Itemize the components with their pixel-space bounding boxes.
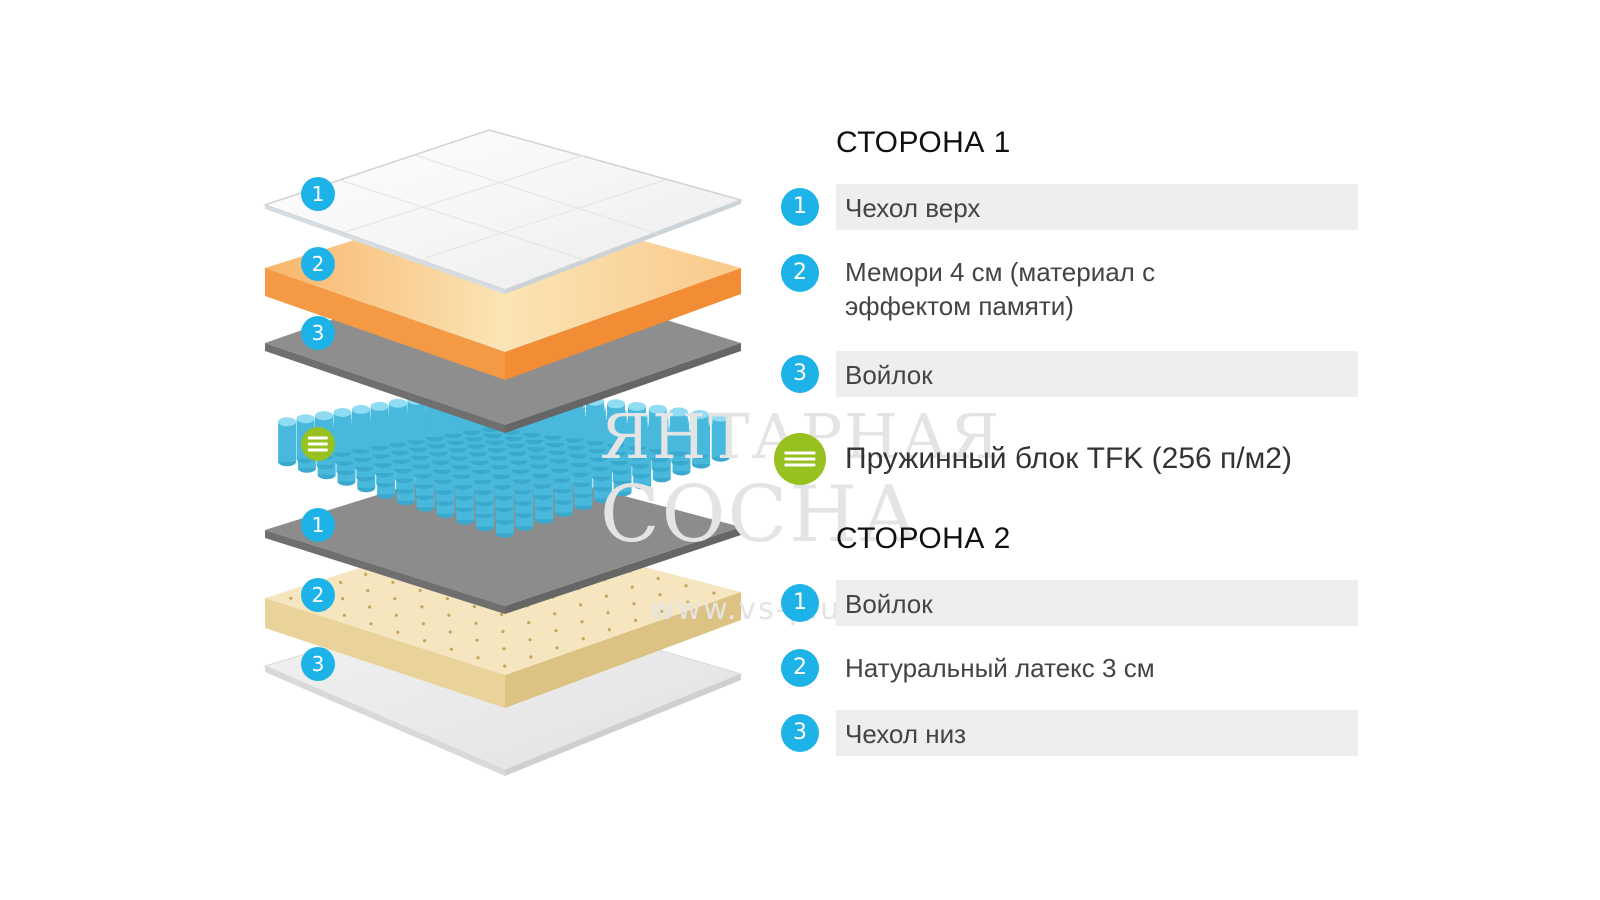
spring-coil [333, 408, 352, 457]
latex-perforation [342, 613, 346, 617]
latex-perforation [341, 597, 345, 601]
side-1-label-2: Мемори 4 см (материал с эффектом памяти) [845, 257, 1156, 321]
latex-perforation [449, 647, 453, 651]
side-2-label-3: Чехол низ [845, 719, 967, 749]
side-2-label-2: Натуральный латекс 3 см [845, 653, 1155, 683]
side-2-row-3-bg [836, 710, 1358, 756]
spring-coil [388, 398, 407, 448]
side-2-badge-2: 2 [781, 649, 819, 687]
latex-perforation [712, 591, 716, 595]
spring-coil [607, 399, 625, 449]
latex-perforation [581, 637, 585, 641]
latex-perforation [393, 597, 397, 601]
side-1-row-3-bg [836, 351, 1358, 397]
latex-perforation [339, 580, 343, 585]
latex-perforation [580, 620, 584, 624]
latex-perforation [501, 629, 505, 634]
layer-badge-bottom-1: 1 [301, 508, 335, 542]
layer-badge-bottom-3: 3 [301, 647, 335, 681]
spring-coil [648, 404, 667, 454]
spring-coil [278, 417, 297, 467]
latex-perforation [660, 609, 664, 613]
menu-lines-icon [307, 434, 329, 455]
latex-perforation [364, 572, 368, 577]
latex-perforation [607, 628, 611, 632]
layer-badge-top-3: 3 [301, 316, 335, 350]
latex-perforation [528, 638, 532, 642]
latex-perforation [418, 588, 422, 593]
latex-perforation [684, 584, 688, 588]
latex-perforation [553, 612, 557, 616]
spring-block-label: Пружинный блок TFK (256 п/м2) [845, 442, 1292, 475]
side-1-title: СТОРОНА 1 [836, 126, 1011, 159]
latex-perforation [366, 589, 370, 593]
side-1-badge-2: 2 [781, 254, 819, 292]
spring-coil [711, 412, 730, 462]
side-2-label-1: Войлок [845, 589, 933, 619]
latex-perforation [472, 605, 476, 609]
latex-perforation [368, 605, 372, 609]
latex-perforation [604, 594, 609, 598]
layer-badge-top-1: 1 [301, 177, 335, 211]
side-2-badge-3: 3 [781, 714, 819, 752]
latex-perforation [502, 647, 506, 651]
menu-lines-icon [784, 449, 816, 470]
latex-perforation [474, 621, 478, 625]
layer-badge-top-2: 2 [301, 247, 335, 281]
spring-coil [586, 396, 604, 446]
latex-perforation [420, 605, 424, 609]
latex-perforation [396, 630, 400, 634]
side-2-row-1-bg [836, 580, 1358, 626]
latex-perforation [475, 638, 479, 642]
latex-perforation [529, 655, 533, 659]
spring-coil [669, 407, 688, 457]
spring-coil [690, 410, 709, 459]
latex-perforation [421, 622, 425, 626]
latex-perforation [555, 646, 559, 650]
latex-perforation [656, 576, 660, 581]
latex-perforation [448, 630, 452, 634]
latex-perforation [289, 596, 293, 600]
side-1-row-1-bg [836, 184, 1358, 230]
spring-coil [352, 404, 370, 454]
latex-perforation [500, 613, 504, 617]
side-1-badge-1: 1 [781, 188, 819, 226]
side-1-badge-3: 3 [781, 355, 819, 393]
latex-perforation [422, 639, 427, 643]
latex-perforation [606, 611, 610, 615]
latex-perforation [476, 656, 480, 660]
spring-coil [627, 402, 646, 451]
latex-perforation [630, 585, 634, 589]
layer-badge-spring [301, 427, 335, 461]
mattress-layer-stack [262, 129, 744, 776]
latex-perforation [369, 622, 373, 626]
side-2-badge-1: 1 [781, 584, 819, 622]
latex-perforation [658, 593, 662, 597]
layer-badge-bottom-2: 2 [301, 578, 335, 612]
top-cover-layer [262, 129, 744, 294]
spring-block-badge [774, 433, 826, 485]
side-1-label-1: Чехол верх [845, 193, 981, 223]
side-1-label-3: Войлок [845, 360, 933, 390]
latex-perforation [632, 602, 636, 606]
latex-perforation [394, 613, 398, 617]
latex-perforation [633, 618, 638, 623]
latex-perforation [686, 600, 690, 604]
latex-perforation [527, 621, 531, 625]
side-2-title: СТОРОНА 2 [836, 522, 1011, 555]
latex-perforation [578, 603, 583, 607]
latex-perforation [447, 613, 451, 617]
latex-perforation [391, 580, 395, 585]
latex-perforation [554, 629, 558, 633]
latex-perforation [445, 596, 449, 601]
spring-coil [370, 401, 389, 451]
latex-perforation [503, 664, 507, 668]
